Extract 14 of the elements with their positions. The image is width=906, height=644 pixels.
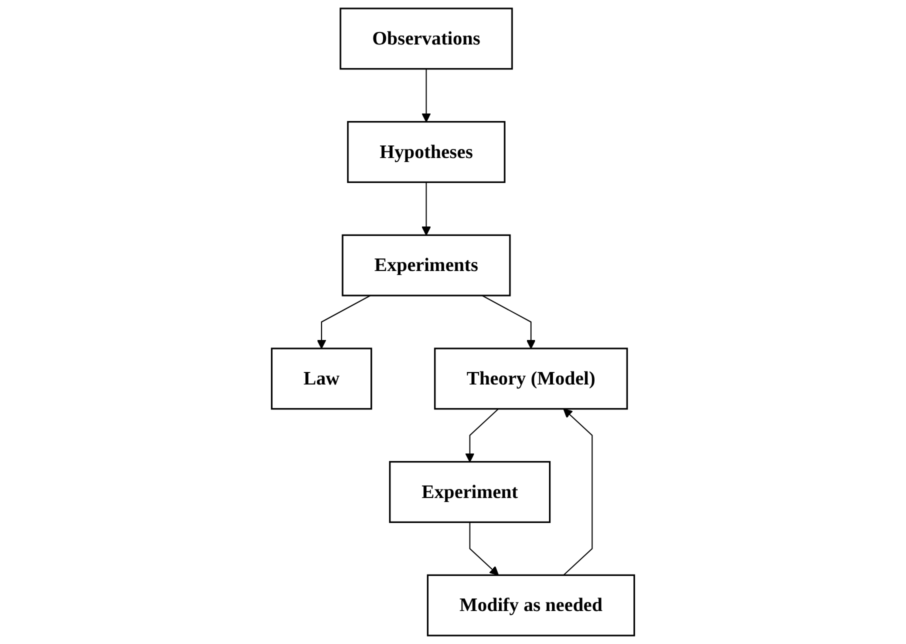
arrow — [469, 522, 499, 576]
node-box: Experiments — [342, 234, 511, 296]
node-box: Experiment — [389, 461, 551, 523]
arrow — [316, 295, 371, 349]
arrow — [422, 182, 431, 236]
node-box: Law — [270, 348, 372, 410]
arrow — [563, 408, 593, 576]
arrow — [465, 408, 499, 462]
node-box: Hypotheses — [347, 121, 506, 183]
arrow — [482, 295, 536, 349]
node-box: Theory (Model) — [434, 348, 628, 410]
node-box: Modify as needed — [426, 574, 636, 636]
arrow — [422, 68, 431, 122]
node-box: Observations — [340, 8, 513, 70]
